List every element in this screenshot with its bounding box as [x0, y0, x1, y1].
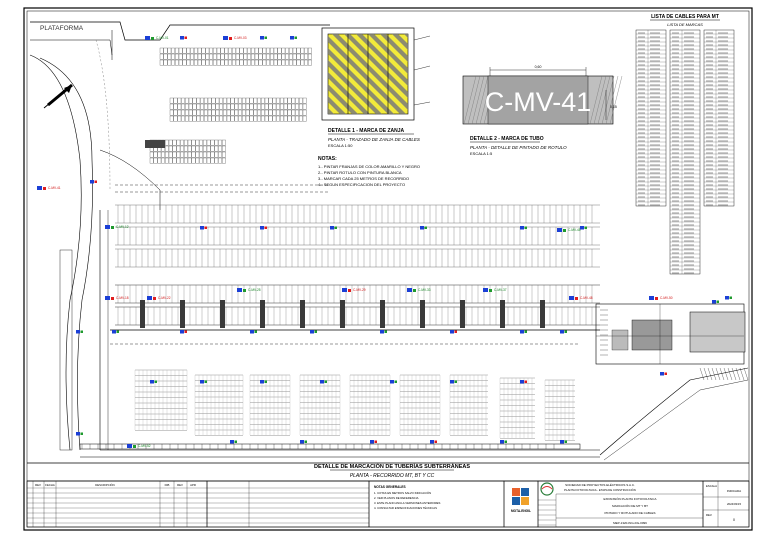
- plan-subtitle: PLANTA - RECORRIDO MT, BT Y CC: [350, 473, 435, 479]
- plan-title: DETALLE DE MARCACIÓN DE TUBERÍAS SUBTERR…: [314, 462, 470, 470]
- project-line-1: EXPANSIÓN PLANTA FOTOVOLTAICA: [604, 496, 657, 501]
- cable-marker-label: C-MV-03: [234, 36, 247, 40]
- date-value: 2024/03/15: [727, 502, 741, 506]
- cable-marker-label: C-MV-25: [248, 288, 261, 292]
- project-line-2: MARCACIÓN DE MT Y BT: [612, 503, 648, 508]
- cable-marker: C-MV-41: [37, 186, 61, 190]
- cable-marker-label: C-MV-52: [138, 444, 151, 448]
- detail1-title: DETALLE 1 - MARCA DE ZANJA: [328, 128, 405, 134]
- title-block: REV FECHA DESCRIPCIÓN DIB REV APR NOTAS …: [26, 480, 750, 528]
- company-name: MOTA-ENGIL: [511, 509, 531, 513]
- dim-width: 0,60: [535, 65, 542, 69]
- client-line-1: SOCIEDAD DE PROYECTOS ELÉCTRICOS S.A.C.: [565, 482, 635, 487]
- rev-col-date: FECHA: [45, 483, 55, 487]
- dim-height: 0,15: [610, 105, 617, 109]
- client-line-2: PLANTA FOTOVOLTAICA - ETAPA DE CONSTRUCC…: [564, 487, 636, 492]
- cable-marker-label: C-MV-01: [156, 36, 169, 40]
- note-4: 4.- SEGUN ESPECIFICACION DEL PROYECTO: [318, 182, 405, 187]
- north-arrow-icon: [43, 83, 73, 109]
- drawing-number: MEP-1320-ING-DG-0099: [613, 521, 647, 525]
- general-notes-header: NOTAS GENERALES: [374, 485, 406, 489]
- cable-marker-label: C-MV-37: [494, 288, 507, 292]
- client-logo: [540, 482, 554, 496]
- cable-marker-label: C-MV-41: [48, 186, 61, 190]
- note-2: 2.- PINTAR ROTULO CON PINTURA BLANCA: [318, 170, 402, 175]
- cable-marker: C-MV-18: [105, 296, 129, 300]
- cable-marker-label: C-MV-33: [418, 288, 431, 292]
- detail2-marker-plate: C-MV-41 0,60 0,15: [462, 65, 623, 125]
- general-note-4: 4. CONSULTAR ESPECIFICACIONES TÉCNICAS: [374, 505, 437, 510]
- table-title: LISTA DE CABLES PARA MT: [651, 14, 719, 20]
- inverter-station: [595, 303, 746, 365]
- cable-marker-label: C-MV-22: [158, 296, 171, 300]
- detail1-trench-marking: [321, 27, 431, 121]
- scale-value: INDICADA: [727, 489, 741, 493]
- rev-col-check: REV: [177, 483, 183, 487]
- cable-marker: C-MV-45: [557, 228, 581, 232]
- detail1-scale: ESCALA 1:50: [328, 143, 353, 148]
- cable-marker: C-MV-50: [649, 296, 673, 300]
- cable-marker: C-MV-48: [569, 296, 593, 300]
- cable-marker-label: C-MV-48: [580, 296, 593, 300]
- cable-marker: C-MV-29: [342, 288, 366, 292]
- cable-marker: C-MV-37: [483, 288, 507, 292]
- sheet-border: [23, 7, 753, 531]
- rev-col-drawn: DIB: [165, 483, 170, 487]
- rev-col-rev: REV: [35, 483, 41, 487]
- north-label: PLATAFORMA: [40, 25, 84, 32]
- cable-marker: C-MV-25: [237, 288, 261, 292]
- cable-marker: C-MV-01: [145, 36, 169, 40]
- notes-title: NOTAS:: [318, 156, 337, 162]
- cable-list-table: LISTA DE CABLES PARA MT LISTA DE MARCAS: [635, 14, 735, 275]
- detail2-subtitle: PLANTA - DETALLE DE PINTADO DE ROTULO: [470, 145, 567, 150]
- cable-marker: C-MV-03: [223, 36, 247, 40]
- cable-marker-label: C-MV-29: [353, 288, 366, 292]
- company-logo: [512, 488, 529, 505]
- cable-marker-label: C-MV-50: [660, 296, 673, 300]
- general-note-1: 1. COTAS EN METROS SALVO INDICACIÓN: [374, 490, 431, 495]
- general-note-3: 3. ESTE PLANO ANULA VERSIONES ANTERIORES: [374, 501, 441, 505]
- cable-marker-label: C-MV-45: [568, 228, 581, 232]
- detail2-title: DETALLE 2 - MARCA DE TUBO: [470, 136, 544, 142]
- note-1: 1.- PINTAR FRANJAS DE COLOR AMARILLO Y N…: [318, 164, 420, 169]
- detail1-subtitle: PLANTA - TRAZADO DE ZANJA DE CABLES: [328, 137, 420, 142]
- table-subtitle: LISTA DE MARCAS: [667, 22, 703, 27]
- cable-marker: C-MV-52: [127, 444, 151, 448]
- rev-value: 0: [733, 518, 735, 522]
- cable-marker-label: C-MV-18: [116, 296, 129, 300]
- scale-label: ESCALA: [706, 484, 717, 488]
- cable-marker: C-MV-22: [147, 296, 171, 300]
- note-3: 3.- MARCAR CADA 25 METROS DE RECORRIDO: [318, 176, 409, 181]
- rev-col-desc: DESCRIPCIÓN: [95, 482, 114, 487]
- cable-marker: C-MV-12: [105, 225, 129, 229]
- marker-plate-text: C-MV-41: [485, 87, 592, 117]
- project-line-3: PINTADO Y ROTULADO DE CABLES: [604, 511, 655, 515]
- detail2-scale: ESCALA 1:5: [470, 151, 493, 156]
- cable-marker: C-MV-33: [407, 288, 431, 292]
- rev-label: REV.: [706, 513, 712, 517]
- rev-col-appr: APR: [190, 483, 196, 487]
- cable-marker-label: C-MV-12: [116, 225, 129, 229]
- general-note-2: 2. VER PLANOS DE REFERENCIA: [374, 496, 419, 500]
